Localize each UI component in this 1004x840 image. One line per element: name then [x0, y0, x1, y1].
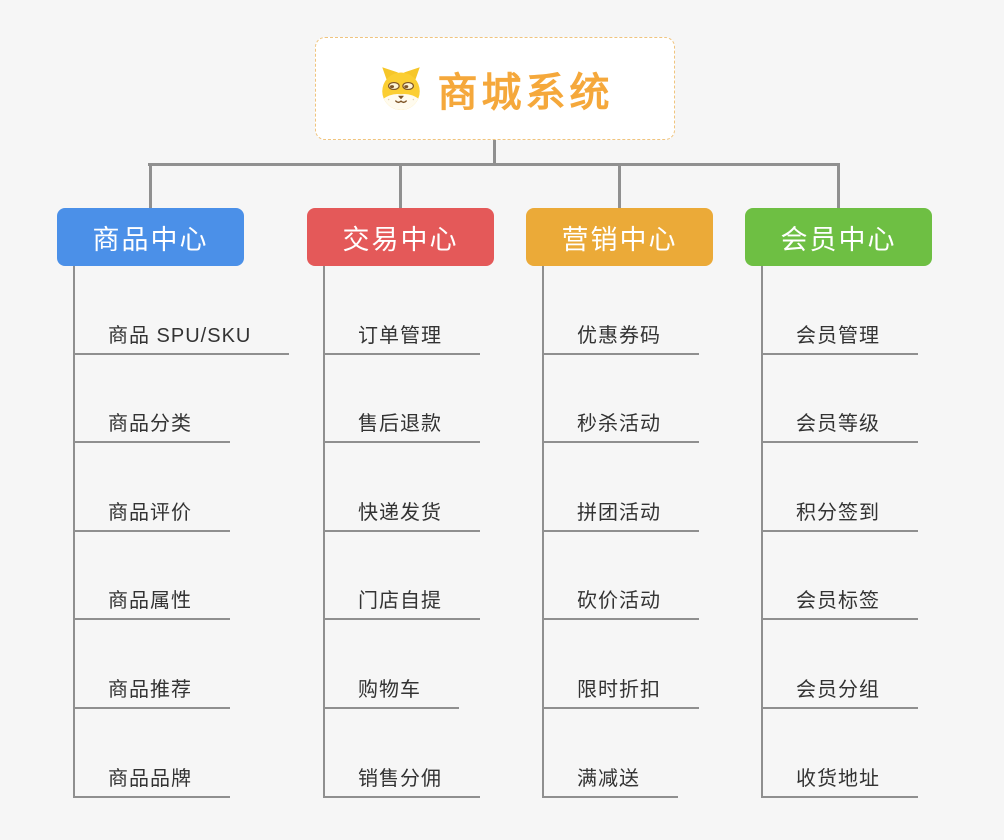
child-node: 商品 SPU/SKU	[75, 266, 290, 355]
child-node-label[interactable]: 快递发货	[325, 496, 480, 532]
child-node-label[interactable]: 购物车	[325, 673, 459, 709]
child-node: 门店自提	[325, 532, 480, 621]
child-node-label[interactable]: 优惠券码	[544, 319, 699, 355]
child-node-label[interactable]: 商品品牌	[75, 762, 230, 798]
child-node-label[interactable]: 收货地址	[763, 762, 918, 798]
child-node: 快递发货	[325, 443, 480, 532]
child-node-label[interactable]: 会员分组	[763, 673, 918, 709]
branch-node-member[interactable]: 会员中心	[745, 208, 932, 266]
child-node: 优惠券码	[544, 266, 699, 355]
branch-node-product[interactable]: 商品中心	[57, 208, 244, 266]
child-node: 售后退款	[325, 355, 480, 444]
child-node: 销售分佣	[325, 709, 480, 798]
child-node: 满减送	[544, 709, 699, 798]
shiba-doge-icon	[381, 66, 420, 110]
branch-node-trade[interactable]: 交易中心	[307, 208, 494, 266]
connector-root-stem	[493, 140, 496, 164]
root-node[interactable]: 商城系统	[315, 37, 675, 140]
connector-horizontal-rail	[148, 163, 840, 166]
child-node-label[interactable]: 商品推荐	[75, 673, 230, 709]
branch-children: 订单管理 售后退款 快递发货 门店自提 购物车 销售分佣	[323, 266, 480, 798]
child-node-label[interactable]: 积分签到	[763, 496, 918, 532]
child-node: 砍价活动	[544, 532, 699, 621]
child-node: 购物车	[325, 620, 480, 709]
child-node: 订单管理	[325, 266, 480, 355]
child-node: 拼团活动	[544, 443, 699, 532]
child-node: 会员分组	[763, 620, 918, 709]
child-node-label[interactable]: 订单管理	[325, 319, 480, 355]
branch-children: 优惠券码 秒杀活动 拼团活动 砍价活动 限时折扣 满减送	[542, 266, 699, 798]
child-node-label[interactable]: 商品评价	[75, 496, 230, 532]
branch-children: 会员管理 会员等级 积分签到 会员标签 会员分组 收货地址	[761, 266, 918, 798]
child-node-label[interactable]: 拼团活动	[544, 496, 699, 532]
child-node-label[interactable]: 会员标签	[763, 584, 918, 621]
child-node: 商品评价	[75, 443, 289, 532]
child-node-label[interactable]: 商品 SPU/SKU	[75, 319, 290, 355]
child-node: 商品推荐	[75, 620, 289, 709]
child-node-label[interactable]: 限时折扣	[544, 673, 699, 709]
child-node-label[interactable]: 商品属性	[75, 584, 230, 621]
child-node: 收货地址	[763, 709, 918, 798]
connector-drop	[149, 166, 152, 208]
child-node-label[interactable]: 售后退款	[325, 407, 480, 444]
child-node: 会员管理	[763, 266, 918, 355]
child-node: 积分签到	[763, 443, 918, 532]
connector-drop	[618, 166, 621, 208]
root-title: 商城系统	[437, 70, 614, 115]
child-node: 商品品牌	[75, 709, 289, 798]
child-node: 商品属性	[75, 532, 289, 621]
child-node-label[interactable]: 会员管理	[763, 319, 918, 355]
child-node-label[interactable]: 销售分佣	[325, 762, 480, 798]
child-node: 限时折扣	[544, 620, 699, 709]
child-node-label[interactable]: 砍价活动	[544, 584, 699, 621]
child-node: 会员标签	[763, 532, 918, 621]
child-node-label[interactable]: 门店自提	[325, 584, 480, 621]
child-node-label[interactable]: 商品分类	[75, 407, 230, 444]
connector-drop	[399, 166, 402, 208]
child-node: 会员等级	[763, 355, 918, 444]
child-node-label[interactable]: 满减送	[544, 762, 678, 798]
child-node: 商品分类	[75, 355, 289, 444]
child-node-label[interactable]: 会员等级	[763, 407, 918, 444]
connector-drop	[837, 166, 840, 208]
branch-node-marketing[interactable]: 营销中心	[526, 208, 713, 266]
child-node-label[interactable]: 秒杀活动	[544, 407, 699, 444]
branch-children: 商品 SPU/SKU 商品分类 商品评价 商品属性 商品推荐 商品品牌	[73, 266, 290, 798]
child-node: 秒杀活动	[544, 355, 699, 444]
